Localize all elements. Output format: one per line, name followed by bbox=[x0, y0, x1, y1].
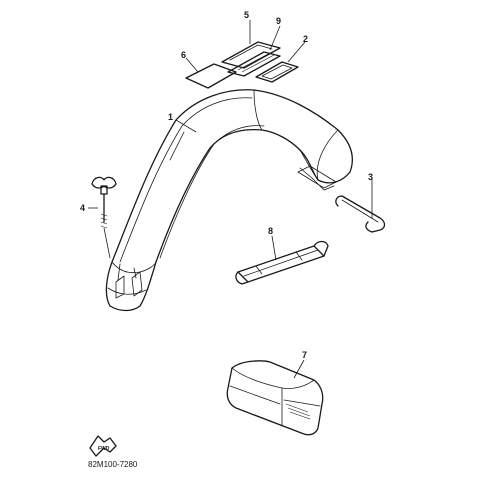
part-3-rod bbox=[335, 195, 386, 233]
callout-9: 9 bbox=[276, 16, 281, 26]
callout-3: 3 bbox=[368, 172, 373, 182]
callout-8: 8 bbox=[268, 226, 273, 236]
callout-5: 5 bbox=[244, 10, 249, 20]
part-2-decal bbox=[255, 61, 299, 83]
callout-1: 1 bbox=[168, 112, 173, 122]
callout-2: 2 bbox=[303, 34, 308, 44]
part-9-decal bbox=[227, 51, 281, 77]
part-6-decal bbox=[185, 63, 237, 89]
front-arrow-icon: FWD bbox=[89, 435, 117, 457]
callout-4: 4 bbox=[80, 203, 85, 213]
callout-6: 6 bbox=[181, 50, 186, 60]
part-7-tool-bag bbox=[226, 360, 324, 436]
front-arrow-label: FWD bbox=[98, 446, 110, 452]
diagram-code: 82M100-7280 bbox=[88, 460, 138, 469]
part-1-rear-fender bbox=[105, 89, 353, 312]
leader-lines bbox=[88, 20, 373, 379]
part-8-strap bbox=[235, 240, 329, 285]
part-4-bolt bbox=[91, 176, 117, 259]
part-5-decal bbox=[221, 41, 281, 69]
callout-7: 7 bbox=[302, 350, 307, 360]
